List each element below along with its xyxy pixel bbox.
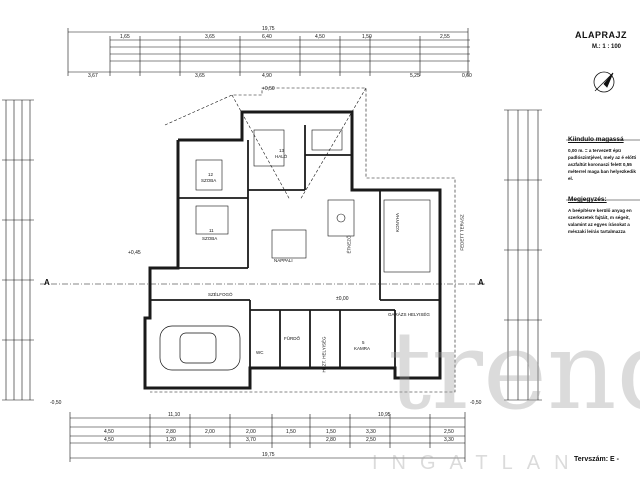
dimension-bottom-row2-1: 4,50 [104, 429, 114, 435]
dimension-bottom-row2-4: 2,00 [246, 429, 256, 435]
notes-heading-remark: Megjegyzés: [568, 196, 607, 203]
dimension-top-row3-5: 0,60 [462, 73, 472, 79]
level-mark: +0,50 [262, 86, 275, 92]
notes-text-elevation: 0,00 m. = a tervezett épü padlószintjéve… [568, 148, 637, 181]
dimension-top-5: 1,50 [362, 34, 372, 40]
room-label-nappali: NAPPALI [274, 258, 293, 263]
dimension-bottom-row2-6: 1,50 [326, 429, 336, 435]
dimension-top-4: 4,50 [315, 34, 325, 40]
notes-text-remark: A beépítésre kerülő anyag en szerkezetek… [568, 208, 632, 234]
dimension-top-row3-3: 4,90 [262, 73, 272, 79]
furniture [195, 129, 431, 273]
roof-overhang-lines [150, 87, 456, 393]
car-outline [159, 325, 241, 371]
room-label-szoba2: SZOBA [202, 236, 218, 241]
north-arrow-icon [593, 71, 615, 93]
dimension-top-total: 19,75 [262, 26, 275, 32]
dimension-bottom-left: 11,10 [168, 412, 181, 418]
dimension-top-6: 2,55 [440, 34, 450, 40]
top-dimension-lines [67, 28, 470, 76]
dimension-bottom-row2-8: 2,50 [444, 429, 454, 435]
dimension-bottom-row3-6: 3,30 [444, 437, 454, 443]
dimension-top-1: 1,65 [120, 34, 130, 40]
watermark-logo: trend [388, 309, 640, 434]
dimension-top-row3-2: 3,65 [195, 73, 205, 79]
room-number-szoba1: 12 [208, 172, 214, 177]
level-mark: -0,50 [470, 400, 482, 406]
plan-title: ALAPRAJZ [575, 30, 628, 40]
dimension-bottom-row2-7: 3,30 [366, 429, 376, 435]
interior-walls [150, 125, 440, 368]
dimension-top-row3-4: 5,25 [410, 73, 420, 79]
room-label-etkezo: ÉTKEZŐ [346, 235, 352, 254]
dimension-bottom-row3-3: 3,70 [246, 437, 256, 443]
room-label-wc: WC [256, 350, 264, 355]
dimension-top-3: 6,40 [262, 34, 272, 40]
room-label-hazt: HÁZT. HELYISÉG [321, 336, 327, 373]
dimension-bottom-row3-5: 2,50 [366, 437, 376, 443]
room-label-szoba1: SZOBA [201, 178, 217, 183]
section-marker-left: A [44, 278, 50, 287]
room-number-szoba2: 11 [209, 228, 214, 233]
dimension-top-2: 3,65 [205, 34, 215, 40]
room-label-furdo: FÜRDŐ [284, 336, 300, 341]
dimension-bottom-right: 10,95 [378, 412, 391, 418]
dimension-bottom-row3-2: 1,20 [166, 437, 176, 443]
plan-scale: M.: 1 : 100 [592, 44, 622, 50]
bottom-dimension-lines [69, 412, 466, 462]
notes-heading-elevation: Kiindulo magassá [568, 136, 624, 143]
right-dimension-lines [504, 109, 542, 401]
room-number-halo: 13 [279, 148, 285, 153]
watermark-subtitle: INGATLAN [372, 452, 583, 474]
room-label-garazs: GARÁZS HELYISÉG [388, 312, 430, 317]
left-dimension-lines [2, 99, 34, 401]
dimension-bottom-row3-4: 2,80 [326, 437, 336, 443]
dimension-bottom-row3-1: 4,50 [104, 437, 114, 443]
dimension-top-row3-1: 3,67 [88, 73, 98, 79]
room-label-szelfogo: SZÉLFOGÓ [208, 292, 233, 297]
plan-number: Tervszám: E - [574, 456, 619, 463]
room-label-konyha: KONYHA [395, 212, 401, 233]
dimension-bottom-total: 19,75 [262, 452, 275, 458]
room-number-kamra: 5 [362, 340, 365, 345]
room-label-terasz: FEDETT TERASZ [459, 214, 465, 251]
dimension-bottom-row2-5: 1,50 [286, 429, 296, 435]
notes-frame [566, 139, 640, 201]
level-mark: -0,50 [50, 400, 62, 406]
room-label-halo: HALÓ [275, 154, 288, 159]
room-label-kamra: KAMRA [354, 346, 371, 351]
section-marker-right: A [478, 278, 484, 287]
dimension-bottom-row2-3: 2,00 [205, 429, 215, 435]
level-mark: ±0,00 [336, 296, 349, 302]
dimension-bottom-row2-2: 2,80 [166, 429, 176, 435]
level-mark: +0,45 [128, 250, 141, 256]
